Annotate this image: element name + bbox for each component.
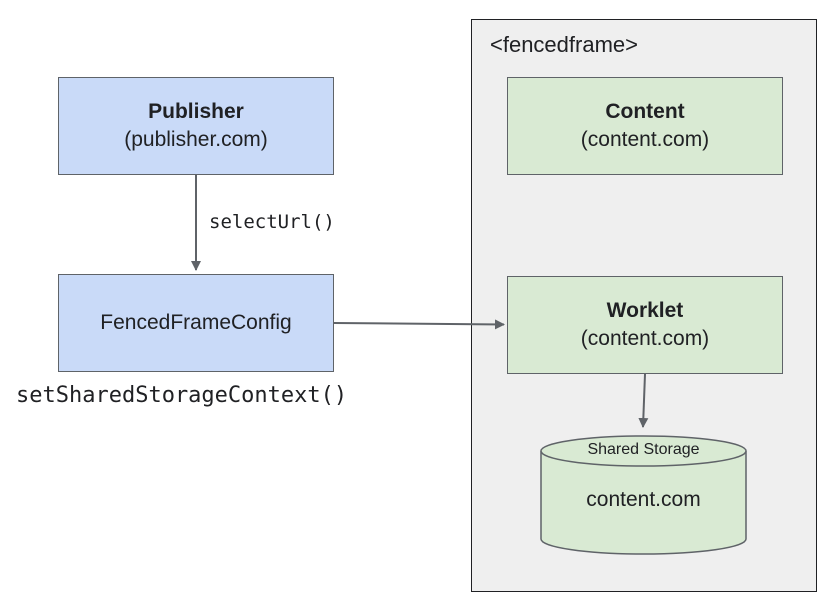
- arrow-config-to-worklet: [333, 319, 505, 330]
- content-box: Content (content.com): [507, 77, 783, 175]
- arrow-worklet-to-storage: [638, 373, 649, 428]
- worklet-title: Worklet: [606, 299, 684, 322]
- content-origin: (content.com): [580, 128, 710, 151]
- content-title: Content: [605, 100, 685, 123]
- publisher-title: Publisher: [148, 100, 244, 123]
- select-url-call: selectUrl(): [209, 211, 335, 233]
- set-shared-storage-context-call: setSharedStorageContext(): [16, 383, 348, 408]
- publisher-origin: (publisher.com): [124, 128, 268, 151]
- fenced-frame-config-box: FencedFrameConfig: [58, 274, 334, 372]
- worklet-origin: (content.com): [580, 327, 710, 350]
- config-label: FencedFrameConfig: [100, 311, 292, 334]
- worklet-box: Worklet (content.com): [507, 276, 783, 374]
- publisher-box: Publisher (publisher.com): [58, 77, 334, 175]
- shared-storage-title: Shared Storage: [587, 441, 700, 458]
- shared-storage-origin: content.com: [586, 488, 701, 511]
- shared-storage-cylinder: [540, 435, 747, 555]
- fencedframe-label: <fencedframe>: [490, 32, 638, 57]
